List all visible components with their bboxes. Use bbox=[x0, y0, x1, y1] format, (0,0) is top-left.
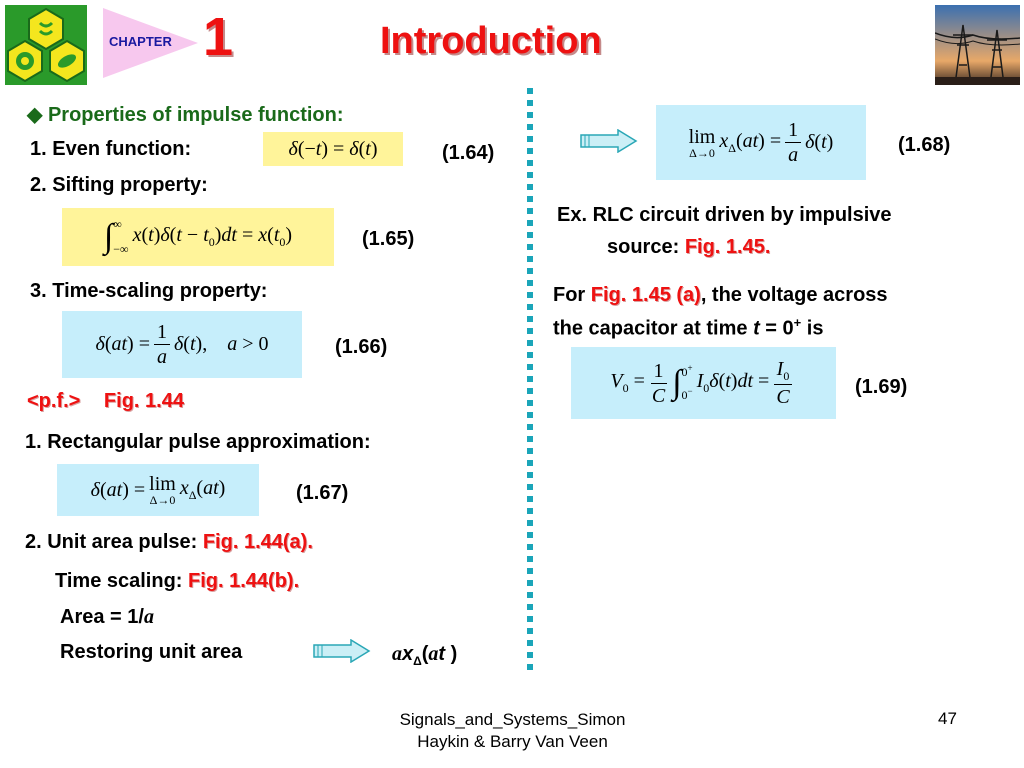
item-sifting-property: 2. Sifting property: bbox=[30, 174, 208, 196]
item-time-scaling: Time scaling: Fig. 1.44(b). bbox=[55, 570, 299, 593]
label-1-68: (1.68) bbox=[898, 134, 951, 156]
capacitor-line: the capacitor at time t = 0+ is bbox=[553, 315, 824, 341]
area-variable: a bbox=[143, 606, 154, 628]
column-divider bbox=[527, 88, 533, 673]
restoring-expression: axΔ(at ) bbox=[392, 643, 458, 668]
footer-source-line-2: Haykin & Barry Van Veen bbox=[417, 732, 608, 751]
proof-line: <p.f.> Fig. 1.44 bbox=[27, 390, 184, 413]
page-title: Introduction bbox=[380, 20, 602, 62]
example-line-1: Ex. RLC circuit driven by impulsive bbox=[557, 204, 892, 226]
arrow-right-icon bbox=[313, 638, 371, 668]
chapter-number: 1 bbox=[203, 7, 234, 67]
time-scaling-text: Time scaling: bbox=[55, 570, 189, 592]
arrow-right-icon-2 bbox=[580, 128, 638, 158]
label-1-67: (1.67) bbox=[296, 482, 349, 504]
example-source-text: source: bbox=[607, 236, 685, 258]
page-number: 47 bbox=[938, 709, 957, 728]
diamond-bullet-icon: ◆ bbox=[27, 104, 43, 126]
fig-1-45a-link[interactable]: Fig. 1.45 (a) bbox=[590, 284, 701, 306]
area-text: Area = 1/ bbox=[60, 606, 144, 628]
label-1-65: (1.65) bbox=[362, 228, 415, 250]
fig-1-44a-link[interactable]: Fig. 1.44(a). bbox=[202, 531, 313, 553]
for-suffix: , the voltage across bbox=[700, 284, 888, 306]
example-line-2: source: Fig. 1.45. bbox=[607, 236, 770, 259]
item-area: Area = 1/a bbox=[60, 606, 154, 629]
footer-source: Signals_and_Systems_Simon Haykin & Barry… bbox=[360, 709, 665, 753]
label-1-66: (1.66) bbox=[335, 336, 388, 358]
label-1-69: (1.69) bbox=[855, 376, 908, 398]
for-line: For Fig. 1.45 (a), the voltage across bbox=[553, 284, 888, 307]
chapter-label: CHAPTER bbox=[109, 34, 172, 49]
for-prefix: For bbox=[553, 284, 591, 306]
fig-1-44b-link[interactable]: Fig. 1.44(b). bbox=[188, 570, 300, 592]
chapter-tag: CHAPTER bbox=[103, 8, 198, 78]
heading-properties: ◆ Properties of impulse function: bbox=[27, 102, 344, 127]
item-restoring: Restoring unit area bbox=[60, 641, 243, 663]
fig-1-44-link[interactable]: Fig. 1.44 bbox=[103, 390, 184, 412]
university-logo bbox=[5, 5, 87, 85]
proof-label: <p.f.> bbox=[27, 390, 81, 412]
cap-sup: + bbox=[793, 315, 802, 330]
footer-source-line-1: Signals_and_Systems_Simon bbox=[399, 710, 626, 729]
equation-1-65: ∫∞−∞ x(t)δ(t − t0)dt = x(t0) bbox=[62, 208, 334, 266]
item-rectangular-pulse: 1. Rectangular pulse approximation: bbox=[25, 431, 371, 453]
item-unit-area-pulse: 2. Unit area pulse: Fig. 1.44(a). bbox=[25, 531, 313, 554]
equation-1-64: δ(−t) = δ(t) bbox=[263, 132, 403, 166]
cap-prefix: the capacitor at time bbox=[553, 317, 754, 340]
label-1-64: (1.64) bbox=[442, 142, 495, 164]
unit-area-text: 2. Unit area pulse: bbox=[25, 531, 203, 553]
item-time-scaling-property: 3. Time-scaling property: bbox=[30, 280, 268, 302]
cap-eq: = 0 bbox=[759, 317, 794, 340]
fig-1-45-link[interactable]: Fig. 1.45. bbox=[684, 236, 771, 258]
power-lines-image bbox=[934, 5, 1021, 86]
cap-t: t bbox=[753, 317, 760, 340]
heading-text: Properties of impulse function: bbox=[47, 104, 344, 126]
cap-is: is bbox=[801, 317, 824, 340]
item-even-function: 1. Even function: bbox=[30, 138, 192, 160]
